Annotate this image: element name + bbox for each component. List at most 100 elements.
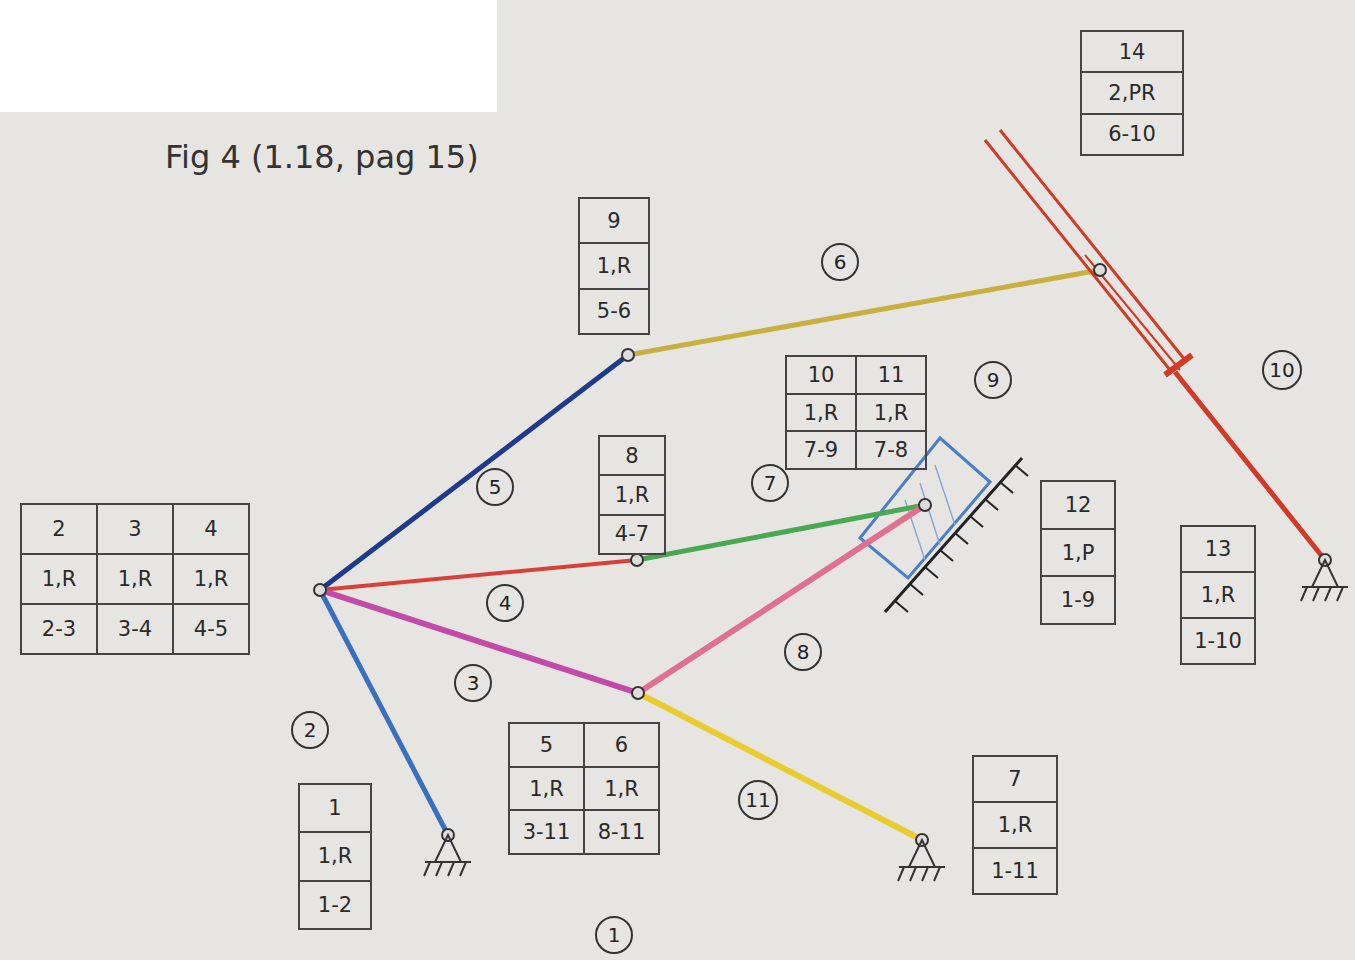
callout-number: 8 [784, 633, 822, 671]
callout-number: 6 [821, 243, 859, 281]
joint-table: 7 1,R 1-11 [972, 755, 1058, 895]
table-cell: 6 [585, 724, 658, 768]
table-cell: 1,R [974, 803, 1056, 849]
cell-text: 1,R [38, 567, 81, 591]
link-number: 2 [304, 718, 317, 742]
cell-text: 3-4 [114, 617, 156, 641]
joint-table: 3 1,R 3-4 [96, 503, 174, 655]
joint-table: 11 1,R 7-8 [855, 355, 927, 470]
table-cell: 9 [580, 199, 648, 244]
table-cell: 1,R [600, 476, 664, 515]
joint-table: 4 1,R 4-5 [172, 503, 250, 655]
table-cell: 14 [1082, 32, 1182, 73]
table-cell: 1-10 [1182, 619, 1254, 663]
cell-text: 3 [124, 517, 145, 541]
table-cell: 8-11 [585, 811, 658, 853]
cell-text: 1,R [190, 567, 233, 591]
table-cell: 1,R [585, 768, 658, 812]
cell-text: 1,R [525, 777, 568, 801]
figure-title: Fig 4 (1.18, pag 15) [165, 138, 479, 176]
joint-table: 14 2,PR 6-10 [1080, 30, 1184, 156]
cell-text: 1,R [611, 483, 654, 507]
joint-table: 11,R1-2 [298, 783, 372, 930]
link-number: 9 [987, 368, 1000, 392]
joint-table: 13 1,R 1-10 [1180, 525, 1256, 665]
table-cell: 2-3 [22, 605, 96, 653]
table-cell: 1-9 [1042, 577, 1114, 623]
cell-text: 7 [1004, 767, 1025, 791]
link-number: 6 [834, 250, 847, 274]
table-cell: 1,R [22, 555, 96, 605]
link-number: 8 [797, 640, 810, 664]
callout-number: 5 [476, 468, 514, 506]
table-cell: 12 [1042, 482, 1114, 530]
table-cell: 1,R [98, 555, 172, 605]
table-cell: 11 [857, 357, 925, 395]
cell-text: 7-8 [870, 438, 912, 462]
cell-text: 1,R [314, 844, 357, 868]
table-cell: 1,R [1182, 573, 1254, 619]
cell-text: 1-10 [1190, 629, 1246, 653]
table-cell: 5 [510, 724, 583, 768]
cell-text: 1,R [114, 567, 157, 591]
table-cell: 10 [787, 357, 855, 395]
callout-number: 1 [595, 916, 633, 954]
table-cell: 4 [174, 505, 248, 555]
table-cell: 1 [300, 785, 370, 833]
link-number: 11 [745, 788, 770, 812]
cell-text: 5-6 [593, 299, 635, 323]
table-cell: 3-11 [510, 811, 583, 853]
cell-text: 1,R [1197, 583, 1240, 607]
callout-number: 11 [738, 780, 778, 820]
table-cell: 7-8 [857, 432, 925, 468]
callout-number: 2 [291, 711, 329, 749]
cell-text: 4-5 [190, 617, 232, 641]
cell-text: 5 [536, 733, 557, 757]
cell-text: 4 [200, 517, 221, 541]
cell-text: 6 [611, 733, 632, 757]
cell-text: 1,R [870, 401, 913, 425]
table-cell: 1,R [510, 768, 583, 812]
cell-text: 1 [324, 796, 345, 820]
table-cell: 7-9 [787, 432, 855, 468]
table-cell: 3-4 [98, 605, 172, 653]
link-number: 4 [499, 591, 512, 615]
cell-text: 9 [603, 209, 624, 233]
cell-text: 8-11 [594, 820, 650, 844]
joint-table: 6 1,R 8-11 [583, 722, 660, 855]
cell-text: 7-9 [800, 438, 842, 462]
table-cell: 6-10 [1082, 115, 1182, 154]
joint-table: 5 1,R 3-11 [508, 722, 585, 855]
table-cell: 2 [22, 505, 96, 555]
cell-text: 1,R [800, 401, 843, 425]
joint-table: 8 1,R 4-7 [598, 435, 666, 555]
callout-number: 10 [1262, 350, 1302, 390]
table-cell: 1,R [857, 395, 925, 433]
joint-table: 91,R5-6 [578, 197, 650, 335]
table-cell: 4-5 [174, 605, 248, 653]
table-cell: 13 [1182, 527, 1254, 573]
table-cell: 2,PR [1082, 73, 1182, 114]
cell-text: 3-11 [519, 820, 575, 844]
joint-table: 2 1,R 2-3 [20, 503, 98, 655]
table-cell: 4-7 [600, 516, 664, 553]
paper-corner [0, 0, 497, 112]
table-cell: 8 [600, 437, 664, 476]
cell-text: 2,PR [1104, 81, 1159, 105]
cell-text: 2 [48, 517, 69, 541]
cell-text: 4-7 [611, 522, 653, 546]
cell-text: 1-11 [987, 859, 1043, 883]
joint-table: 121,P1-9 [1040, 480, 1116, 625]
cell-text: 13 [1201, 537, 1236, 561]
link-number: 3 [467, 671, 480, 695]
table-cell: 1,R [300, 833, 370, 881]
cell-text: 2-3 [38, 617, 80, 641]
callout-number: 9 [974, 361, 1012, 399]
cell-text: 10 [804, 363, 839, 387]
cell-text: 1-9 [1057, 588, 1099, 612]
cell-text: 11 [874, 363, 909, 387]
cell-text: 1,R [994, 813, 1037, 837]
callout-number: 4 [486, 584, 524, 622]
table-cell: 1,R [787, 395, 855, 433]
cell-text: 6-10 [1104, 122, 1160, 146]
